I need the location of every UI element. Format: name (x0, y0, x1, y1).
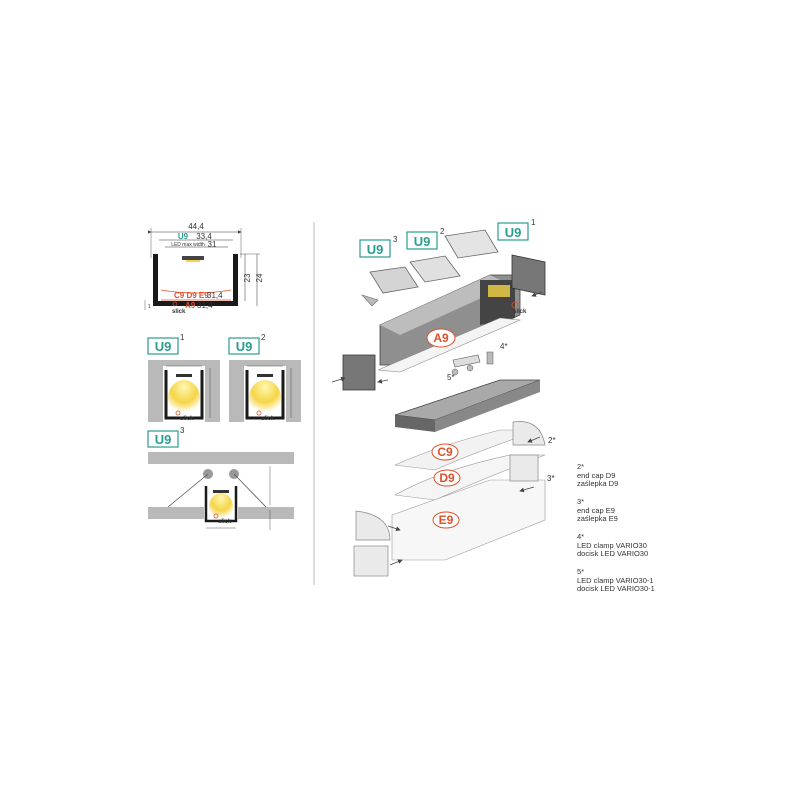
dim-cover-cde: C9 D9 E9 (174, 291, 209, 300)
variant-1-slick: slick (180, 416, 194, 422)
variant-u9-1: U9 1 slick (147, 333, 220, 422)
callout-5: 5* (447, 373, 455, 382)
cover-a9: A9 (433, 331, 449, 345)
dim-led-max-label: LED max width (171, 242, 205, 248)
note-3: 3* end cap E9 zaślepka E9 (577, 497, 618, 524)
exploded-tag-3: U9 (505, 225, 522, 240)
exploded-tag-3-sup: 1 (531, 218, 536, 227)
variant-u9-3: U9 3 slick (147, 426, 294, 530)
variant-2-sup: 2 (261, 333, 266, 342)
note-4-line-1: LED clamp VARIO30 (577, 540, 647, 550)
note-5: 5* LED clamp VARIO30-1 docisk LED VARIO3… (577, 567, 655, 594)
dim-u9-width: 33,4 (196, 232, 212, 241)
dim-cover-a: A9 (185, 301, 196, 310)
variant-2-slick: slick (261, 416, 275, 422)
dim-u9-label: U9 (178, 232, 189, 241)
variant-2-tag: U9 (236, 339, 253, 354)
note-3-line-1: end cap E9 (577, 505, 615, 515)
slick-label-section: slick (172, 309, 186, 315)
variant-3-slick: slick (218, 519, 232, 525)
cover-e9: E9 (439, 513, 454, 527)
dim-overall-width: 44,4 (188, 222, 204, 231)
note-3-id: 3* (577, 497, 585, 506)
note-2: 2* end cap D9 zaślepka D9 (577, 462, 619, 489)
note-2-id: 2* (577, 462, 585, 471)
note-4-id: 4* (577, 532, 585, 541)
callout-4: 4* (500, 342, 508, 351)
exploded-tag-2: U9 (414, 234, 431, 249)
dim-bottom-1: 1 (148, 304, 151, 310)
note-2-line-2: zaślepka D9 (577, 479, 619, 488)
dim-cover-a-width: 31,4 (197, 301, 213, 310)
exploded-tag-2-sup: 2 (440, 227, 445, 236)
note-3-line-2: zaślepka E9 (577, 514, 618, 523)
cover-d9: D9 (439, 471, 455, 485)
exploded-slick: slick (513, 309, 527, 315)
variant-u9-2: U9 2 slick (228, 333, 301, 422)
callout-3: 3* (547, 474, 555, 483)
variant-1-tag: U9 (155, 339, 172, 354)
cover-c9: C9 (437, 445, 453, 459)
exploded-view: U9 3 U9 2 U9 1 A9 slick (331, 218, 556, 577)
callout-2: 2* (548, 436, 556, 445)
dim-cover-cde-width: 31,4 (207, 291, 223, 300)
note-4-line-2: docisk LED VARIO30 (577, 549, 649, 558)
note-5-id: 5* (577, 567, 585, 576)
dim-height-24: 24 (255, 273, 264, 282)
exploded-tag-1-sup: 3 (393, 235, 398, 244)
exploded-tag-1: U9 (367, 242, 384, 257)
dim-height-23: 23 (243, 273, 252, 282)
note-2-line-1: end cap D9 (577, 470, 616, 480)
cross-section-drawing: 44,4 U9 33,4 LED max width 31 C9 D9 E9 3… (144, 222, 264, 315)
variant-1-sup: 1 (180, 333, 185, 342)
variant-3-tag: U9 (155, 432, 172, 447)
note-5-line-1: LED clamp VARIO30-1 (577, 575, 654, 585)
variant-3-sup: 3 (180, 426, 185, 435)
note-4: 4* LED clamp VARIO30 docisk LED VARIO30 (577, 532, 649, 559)
dim-led-max-value: 31 (208, 240, 217, 249)
note-5-line-2: docisk LED VARIO30-1 (577, 584, 655, 593)
